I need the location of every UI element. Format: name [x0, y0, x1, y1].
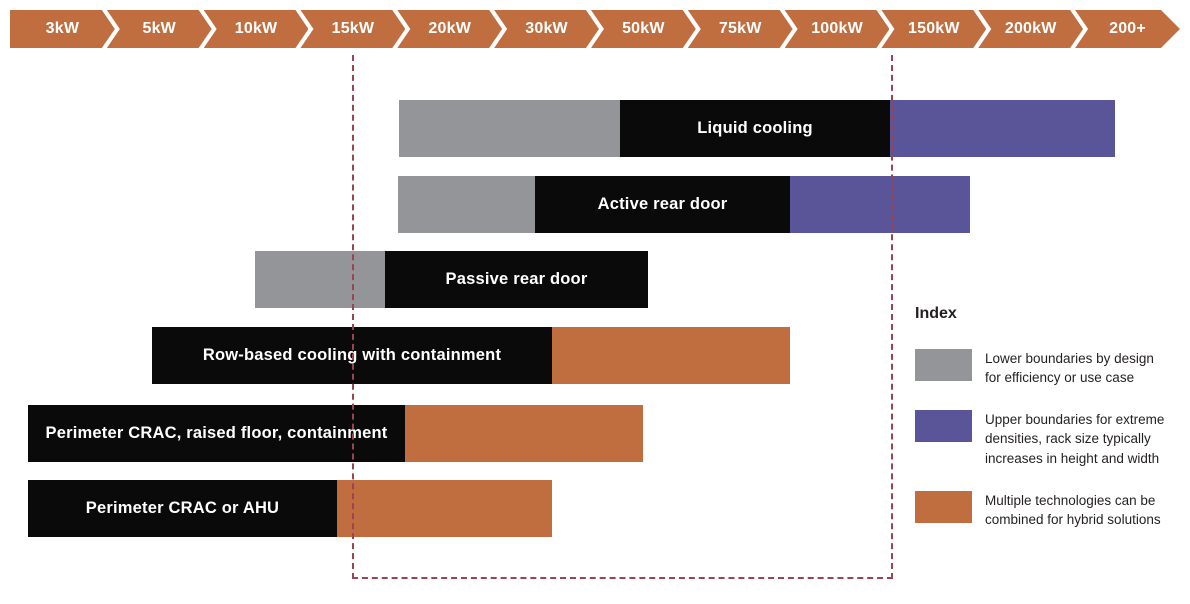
axis-label: 200+	[1109, 20, 1146, 37]
axis-segment-50kw: 50kW	[591, 10, 696, 48]
orange-swatch	[915, 490, 972, 523]
legend-item-text: Lower boundaries by design for efficienc…	[985, 351, 1154, 386]
bar-row-liquid-cooling: Liquid cooling	[0, 100, 1190, 157]
axis-label: 200kW	[1004, 20, 1057, 37]
bar-segment-hybrid	[552, 327, 790, 384]
bar-label: Passive rear door	[445, 270, 588, 288]
legend-item-text: Upper boundaries for extreme densities, …	[985, 412, 1165, 466]
bar-row-perimeter-crac-or-ahu: Perimeter CRAC or AHU	[0, 480, 1190, 537]
bar-segment-core: Active rear door	[535, 176, 790, 233]
axis-segment-200kw: 200kW	[978, 10, 1083, 48]
power-density-axis: 3kW 5kW 10kW 15kW 20kW 30kW 50kW 75kW 100kW 150kW…	[10, 10, 1180, 48]
bar-segment-core: Passive rear door	[385, 251, 648, 308]
bar-segment-hybrid	[405, 405, 643, 462]
axis-label: 100kW	[811, 20, 863, 37]
axis-segment-30kw: 30kW	[494, 10, 599, 48]
legend-item-text: Multiple technologies can be combined fo…	[985, 492, 1161, 527]
axis-segment-5kw: 5kW	[107, 10, 212, 48]
axis-label: 3kW	[45, 20, 80, 37]
bar-label: Perimeter CRAC or AHU	[85, 499, 280, 517]
bar-segment-lower	[398, 176, 535, 233]
bar-row-passive-rear-door: Passive rear door	[0, 251, 1190, 308]
bar-label: Active rear door	[597, 195, 728, 213]
legend-item-lower-boundaries: Lower boundaries by design for efficienc…	[915, 349, 1180, 387]
bar-segment-lower	[255, 251, 385, 308]
axis-segment-200+: 200+	[1075, 10, 1180, 48]
axis-label: 15kW	[331, 20, 375, 37]
axis-segment-10kw: 10kW	[204, 10, 309, 48]
bar-segment-core: Row-based cooling with containment	[152, 327, 552, 384]
axis-segment-150kw: 150kW	[881, 10, 986, 48]
legend-item-hybrid: Multiple technologies can be combined fo…	[915, 490, 1180, 529]
axis-segment-100kw: 100kW	[785, 10, 890, 48]
purple-swatch	[915, 410, 972, 443]
axis-label: 5kW	[142, 20, 176, 37]
bar-label: Row-based cooling with containment	[202, 346, 502, 364]
bar-segment-upper	[890, 100, 1115, 157]
bar-segment-hybrid	[337, 480, 552, 537]
bar-segment-upper	[790, 176, 970, 233]
bar-label: Liquid cooling	[697, 119, 813, 137]
legend: Index Lower boundaries by design for eff…	[915, 305, 1180, 552]
legend-item-upper-boundaries: Upper boundaries for extreme densities, …	[915, 410, 1180, 467]
axis-label: 50kW	[622, 20, 665, 37]
axis-segment-15kw: 15kW	[300, 10, 405, 48]
axis-label: 10kW	[234, 20, 278, 37]
bar-segment-core: Perimeter CRAC, raised floor, containmen…	[28, 405, 405, 462]
bar-row-perimeter-crac-raised-floor-containment: Perimeter CRAC, raised floor, containmen…	[0, 405, 1190, 462]
axis-label: 30kW	[525, 20, 568, 37]
gray-swatch	[915, 349, 972, 381]
axis-label: 150kW	[908, 20, 960, 37]
bar-segment-lower	[399, 100, 620, 157]
axis-label: 75kW	[718, 20, 762, 37]
bar-segment-core: Perimeter CRAC or AHU	[28, 480, 337, 537]
bar-label: Perimeter CRAC, raised floor, containmen…	[45, 424, 388, 442]
bar-row-active-rear-door: Active rear door	[0, 176, 1190, 233]
legend-heading: Index	[915, 305, 957, 322]
axis-segment-3kw: 3kW	[10, 10, 115, 48]
axis-segment-75kw: 75kW	[688, 10, 793, 48]
axis-label: 20kW	[428, 20, 472, 37]
axis-segment-20kw: 20kW	[397, 10, 502, 48]
bar-segment-core: Liquid cooling	[620, 100, 890, 157]
